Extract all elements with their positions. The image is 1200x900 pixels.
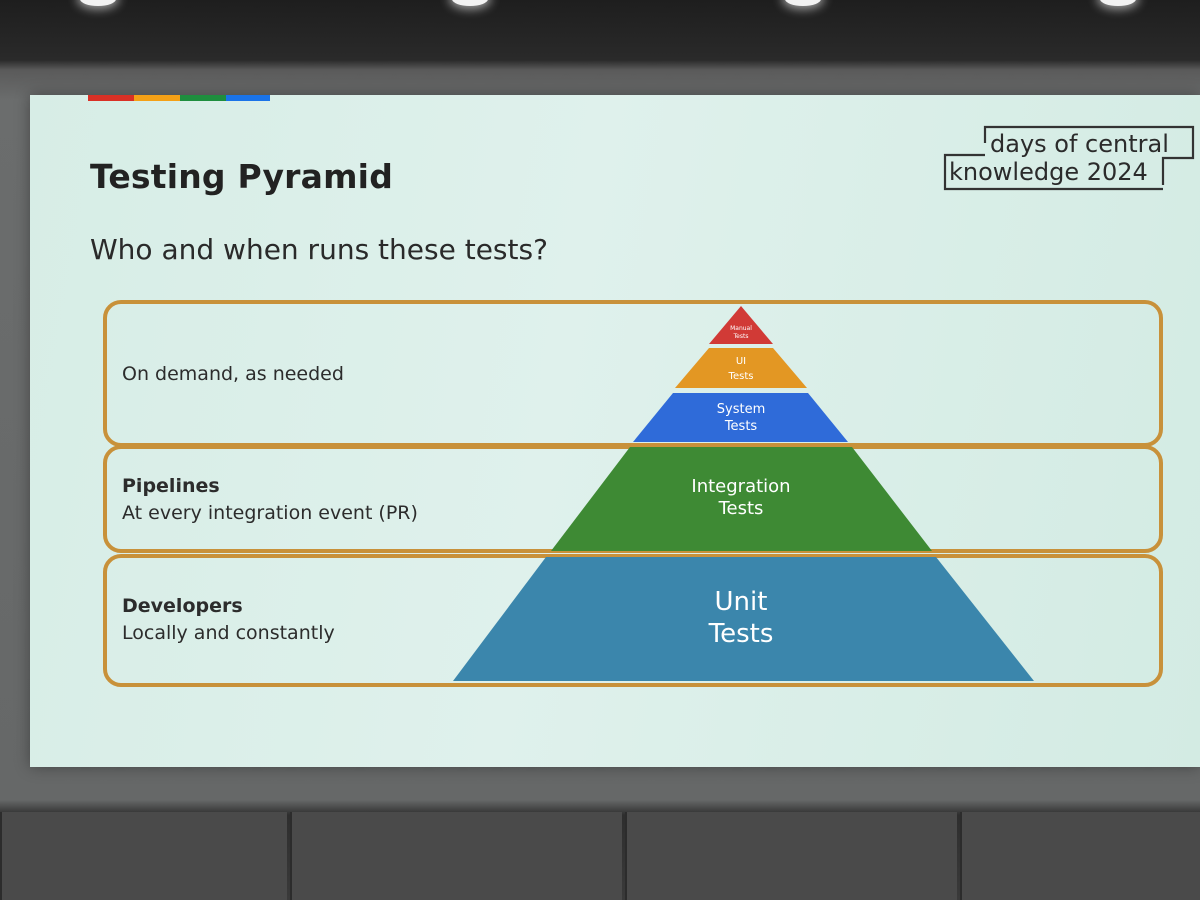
label-system-1: System bbox=[717, 402, 765, 417]
label-integration-2: Tests bbox=[718, 498, 764, 519]
pyramid-layer-ui bbox=[675, 348, 807, 388]
logo-text-top: days of central bbox=[990, 130, 1169, 158]
pyramid-diagram: Manual Tests UI Tests System Tests Integ… bbox=[103, 300, 1163, 687]
presentation-slide: Testing Pyramid Who and when runs these … bbox=[30, 95, 1200, 767]
band-pipelines-text: At every integration event (PR) bbox=[122, 502, 418, 524]
band-pipelines-heading: Pipelines bbox=[122, 475, 220, 497]
pyramid-layer-system bbox=[633, 393, 848, 442]
label-unit-2: Tests bbox=[708, 619, 774, 649]
ceiling-light bbox=[80, 0, 116, 6]
label-ui-1: UI bbox=[736, 356, 746, 367]
ceiling-light bbox=[452, 0, 488, 6]
ceiling-light bbox=[785, 0, 821, 6]
accent-bar-green bbox=[180, 95, 226, 101]
band-developers-text: Locally and constantly bbox=[122, 622, 335, 644]
label-manual-1: Manual bbox=[730, 325, 752, 332]
logo-text-bottom: knowledge 2024 bbox=[949, 158, 1148, 186]
event-logo: days of central knowledge 2024 bbox=[935, 125, 1195, 195]
label-integration-1: Integration bbox=[691, 476, 790, 497]
logo-frame bbox=[943, 125, 1195, 191]
wall-panel bbox=[290, 812, 622, 900]
wall-panel bbox=[0, 812, 287, 900]
accent-bar-blue bbox=[226, 95, 270, 101]
wall-panel bbox=[625, 812, 957, 900]
label-system-2: Tests bbox=[724, 419, 758, 434]
band-on-demand-text: On demand, as needed bbox=[122, 363, 344, 385]
accent-bar-yellow bbox=[134, 95, 180, 101]
pyramid-layer-integration bbox=[551, 447, 932, 551]
pyramid-layer-unit bbox=[453, 557, 1034, 681]
accent-bar-red bbox=[88, 95, 134, 101]
slide-title: Testing Pyramid bbox=[90, 157, 394, 196]
ceiling-light bbox=[1100, 0, 1136, 6]
slide-subtitle: Who and when runs these tests? bbox=[90, 233, 548, 266]
label-unit-1: Unit bbox=[715, 587, 768, 617]
pyramid-layer-manual bbox=[709, 306, 773, 344]
wall-panel bbox=[960, 812, 1200, 900]
label-ui-2: Tests bbox=[728, 371, 754, 382]
label-manual-2: Tests bbox=[733, 333, 749, 340]
band-developers bbox=[103, 554, 1163, 687]
band-developers-heading: Developers bbox=[122, 595, 243, 617]
